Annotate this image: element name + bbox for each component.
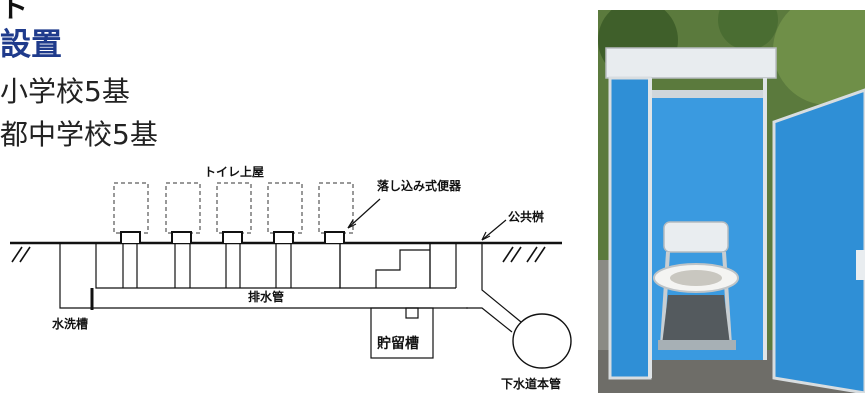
sewer-toilet-diagram: トイレ上屋 落し込み式便器 公共桝 排水管 水洗槽 貯留槽 下水道本管 — [10, 164, 572, 391]
drain-structure — [59, 243, 522, 359]
toilet-bowl-5 — [324, 231, 345, 243]
label-storage-tank: 貯留槽 — [377, 335, 419, 352]
toilet-house-3 — [216, 182, 252, 234]
label-drop-toilet: 落し込み式便器 — [377, 178, 462, 193]
toilet-house-4 — [267, 182, 303, 234]
toilet-bowl-4 — [273, 231, 294, 243]
toilet-house-1 — [113, 182, 149, 234]
label-public-basin: 公共桝 — [508, 209, 544, 224]
pointer-arrows — [347, 198, 507, 241]
booth-open-door — [772, 88, 865, 393]
label-sewer-main: 下水道本管 — [501, 376, 561, 391]
booth-side-panel — [608, 76, 652, 380]
ground-hatch-left — [11, 246, 31, 263]
toilet-bowl-1 — [120, 231, 141, 243]
heading-middle-count: 都中学校5基 — [0, 118, 158, 151]
label-toilet-house: トイレ上屋 — [204, 164, 264, 179]
heading-installation: 設置 — [0, 27, 62, 63]
storage-tank — [370, 307, 434, 359]
drop-toilets — [120, 231, 345, 243]
heading-elementary-count: 小学校5基 — [0, 75, 130, 108]
toilet-house-outlines — [113, 182, 354, 234]
ground-hatch-right — [502, 246, 546, 263]
toilet-house-5 — [318, 182, 354, 234]
toilet-bowl-3 — [222, 231, 243, 243]
sewer-main-pipe — [512, 313, 572, 369]
toilet-house-2 — [165, 182, 201, 234]
portable-toilet-photo — [598, 10, 865, 393]
booth-roof — [605, 47, 777, 79]
heading-fragment: ト — [0, 0, 29, 24]
label-flush-tank: 水洗槽 — [52, 316, 88, 331]
label-drain-pipe: 排水管 — [248, 289, 284, 304]
toilet-bowl-2 — [171, 231, 192, 243]
